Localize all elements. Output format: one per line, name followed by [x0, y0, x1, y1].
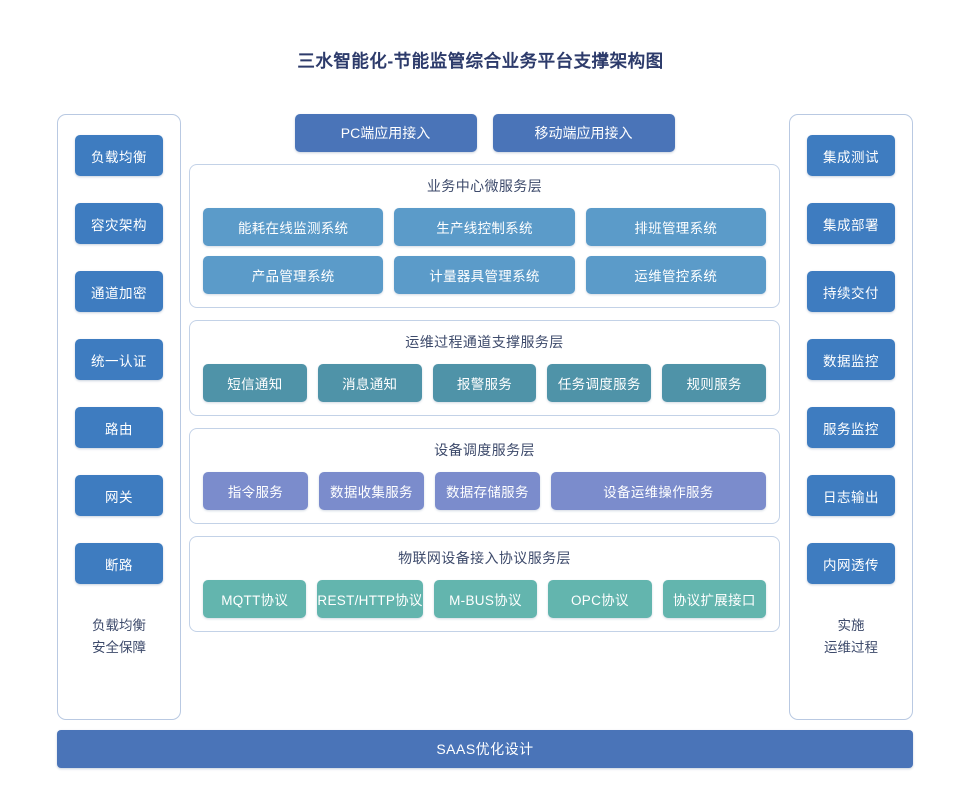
- layer-ops-channel-support: 运维过程通道支撑服务层 短信通知 消息通知 报警服务 任务调度服务 规则服务: [189, 320, 780, 416]
- node-shift-management[interactable]: 排班管理系统: [585, 208, 766, 246]
- access-button-mobile[interactable]: 移动端应用接入: [492, 114, 675, 152]
- sidebar-item-gateway[interactable]: 网关: [75, 475, 163, 516]
- sidebar-item-continuous-delivery[interactable]: 持续交付: [807, 271, 895, 312]
- bottom-bar-saas-optimization[interactable]: SAAS优化设计: [57, 730, 913, 768]
- node-message-notification[interactable]: 消息通知: [317, 364, 422, 402]
- left-column-footer-line1: 负载均衡: [92, 618, 146, 633]
- center-stack: PC端应用接入 移动端应用接入 业务中心微服务层 能耗在线监测系统 生产线控制系…: [189, 114, 780, 720]
- sidebar-item-unified-auth[interactable]: 统一认证: [75, 339, 163, 380]
- node-mbus-protocol[interactable]: M-BUS协议: [433, 580, 538, 618]
- node-data-collection-service[interactable]: 数据收集服务: [318, 472, 424, 510]
- node-energy-online-monitoring[interactable]: 能耗在线监测系统: [203, 208, 384, 246]
- node-ops-control[interactable]: 运维管控系统: [585, 256, 766, 294]
- node-task-scheduling-service[interactable]: 任务调度服务: [547, 364, 652, 402]
- node-product-management[interactable]: 产品管理系统: [203, 256, 384, 294]
- layer-row: 能耗在线监测系统 生产线控制系统 排班管理系统: [203, 208, 766, 246]
- node-production-line-control[interactable]: 生产线控制系统: [394, 208, 575, 246]
- sidebar-item-log-output[interactable]: 日志输出: [807, 475, 895, 516]
- sidebar-item-channel-encryption[interactable]: 通道加密: [75, 271, 163, 312]
- node-rest-http-protocol[interactable]: REST/HTTP协议: [317, 580, 423, 618]
- node-alarm-service[interactable]: 报警服务: [432, 364, 537, 402]
- layer-title-iot-protocol: 物联网设备接入协议服务层: [398, 550, 571, 566]
- sidebar-item-dr-architecture[interactable]: 容灾架构: [75, 203, 163, 244]
- sidebar-item-routing[interactable]: 路由: [75, 407, 163, 448]
- node-protocol-extension-interface[interactable]: 协议扩展接口: [662, 580, 766, 618]
- node-opc-protocol[interactable]: OPC协议: [548, 580, 652, 618]
- layer-title-business: 业务中心微服务层: [426, 178, 543, 194]
- page-title: 三水智能化-节能监管综合业务平台支撑架构图: [297, 51, 664, 71]
- sidebar-item-circuit-breaker[interactable]: 断路: [75, 543, 163, 584]
- layer-row: 短信通知 消息通知 报警服务 任务调度服务 规则服务: [203, 364, 766, 402]
- layer-row: 指令服务 数据收集服务 数据存储服务 设备运维操作服务: [203, 472, 767, 510]
- layer-row: MQTT协议 REST/HTTP协议 M-BUS协议 OPC协议 协议扩展接口: [203, 580, 766, 618]
- node-device-ops-operation-service[interactable]: 设备运维操作服务: [550, 472, 767, 510]
- left-column-footer: 负载均衡 安全保障: [92, 615, 146, 660]
- sidebar-item-intranet-tunnel[interactable]: 内网透传: [807, 543, 895, 584]
- access-button-pc[interactable]: PC端应用接入: [294, 114, 477, 152]
- left-column-footer-line2: 安全保障: [92, 640, 146, 656]
- left-support-column: 负载均衡 容灾架构 通道加密 统一认证 路由 网关 断路 负载均衡 安全保障: [57, 114, 181, 720]
- right-column-footer-line1: 实施: [837, 618, 865, 633]
- layer-business-microservice: 业务中心微服务层 能耗在线监测系统 生产线控制系统 排班管理系统 产品管理系统 …: [189, 164, 780, 308]
- node-command-service[interactable]: 指令服务: [203, 472, 308, 510]
- sidebar-item-service-monitoring[interactable]: 服务监控: [807, 407, 895, 448]
- layer-title-device-dispatch: 设备调度服务层: [434, 442, 535, 458]
- node-data-storage-service[interactable]: 数据存储服务: [434, 472, 540, 510]
- node-metering-device-management[interactable]: 计量器具管理系统: [394, 256, 575, 294]
- layer-row: 产品管理系统 计量器具管理系统 运维管控系统: [203, 256, 766, 294]
- right-column-footer-line2: 运维过程: [824, 640, 878, 656]
- layer-device-dispatch: 设备调度服务层 指令服务 数据收集服务 数据存储服务 设备运维操作服务: [189, 428, 780, 524]
- node-mqtt-protocol[interactable]: MQTT协议: [203, 580, 307, 618]
- sidebar-item-integration-deploy[interactable]: 集成部署: [807, 203, 895, 244]
- node-rule-service[interactable]: 规则服务: [662, 364, 766, 402]
- sidebar-item-integration-test[interactable]: 集成测试: [807, 135, 895, 176]
- sidebar-item-data-monitoring[interactable]: 数据监控: [807, 339, 895, 380]
- right-support-column: 集成测试 集成部署 持续交付 数据监控 服务监控 日志输出 内网透传 实施 运维…: [789, 114, 913, 720]
- sidebar-item-load-balance[interactable]: 负载均衡: [75, 135, 163, 176]
- node-sms-notification[interactable]: 短信通知: [203, 364, 307, 402]
- application-access-row: PC端应用接入 移动端应用接入: [189, 114, 780, 152]
- right-column-footer: 实施 运维过程: [824, 615, 878, 660]
- layer-iot-protocol-access: 物联网设备接入协议服务层 MQTT协议 REST/HTTP协议 M-BUS协议 …: [189, 536, 780, 632]
- layer-title-ops-channel: 运维过程通道支撑服务层: [405, 334, 564, 350]
